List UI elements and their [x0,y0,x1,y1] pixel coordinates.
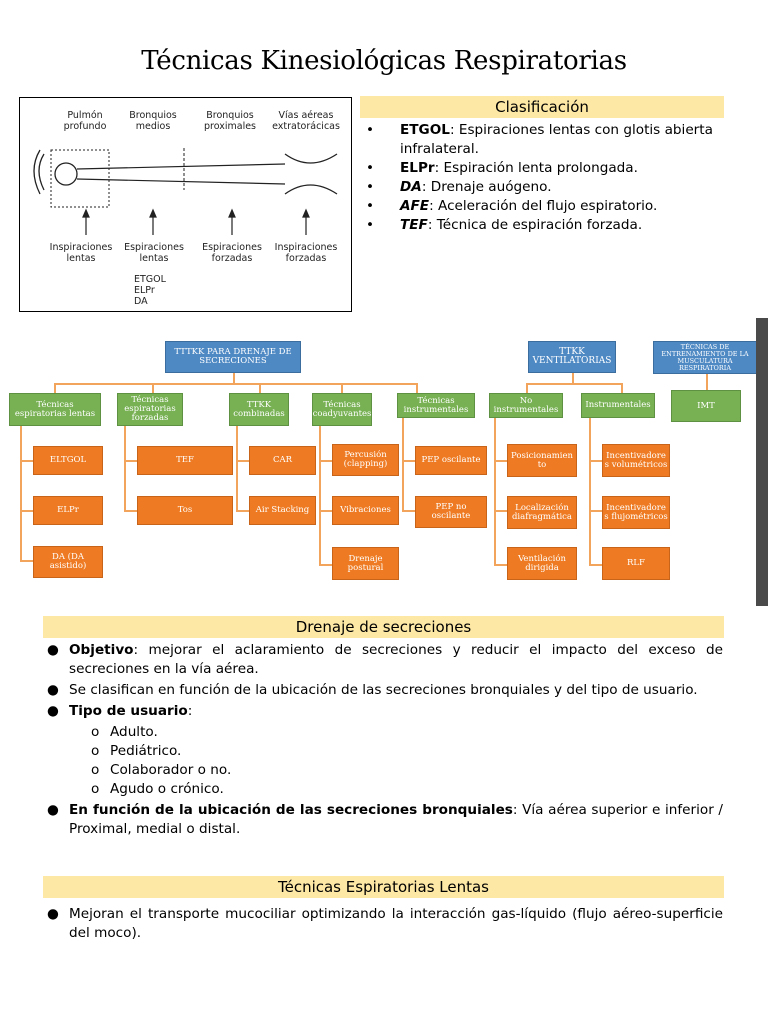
leaf-ventilacion-dirigida: Ventilación dirigida [507,547,577,580]
group-ventilatorias-instrumentales: Instrumentales [581,393,655,418]
group-espiratorias-forzadas: Técnicas espiratorias forzadas [117,393,183,426]
list-item: •ELPr: Espiración lenta prolongada. [362,159,726,178]
label-vias-aereas: Vías aéreas extratorácicas [266,110,346,132]
leaf-tos: Tos [137,496,233,525]
leaf-drenaje-postural: Drenaje postural [332,547,399,580]
label-inspiraciones-forzadas: Inspiraciones forzadas [270,242,342,264]
leaf-vibraciones: Vibraciones [332,496,399,525]
techniques-org-chart: TTTKK PARA DRENAJE DE SECRECIONES TTKK V… [7,318,768,606]
node-ventilatorias: TTKK VENTILATORIAS [528,341,616,373]
leaf-da: DA (DA asistido) [33,546,103,578]
label-espiraciones-forzadas: Espiraciones forzadas [196,242,268,264]
list-item: •TEF: Técnica de espiración forzada. [362,216,726,235]
list-item: ●Objetivo: mejorar el aclaramiento de se… [45,641,723,679]
label-sublist: ETGOL ELPr DA [134,274,174,307]
group-coadyuvantes: Técnicas coadyuvantes [312,393,372,426]
airway-figure: Pulmón profundo Bronquios medios Bronqui… [19,97,352,312]
leaf-pep-no-oscilante: PEP no oscilante [415,496,487,528]
leaf-localizacion-diafragmatica: Localización diafragmática [507,496,577,529]
page-title: Técnicas Kinesiológicas Respiratorias [0,46,768,76]
leaf-car: CAR [249,446,316,475]
list-item: •DA: Drenaje auógeno. [362,178,726,197]
label-inspiraciones-lentas: Inspiraciones lentas [47,242,115,264]
group-no-instrumentales: No instrumentales [489,393,563,418]
drenaje-list: ●Objetivo: mejorar el aclaramiento de se… [45,641,723,841]
label-bronquios-proximales: Bronquios proximales [198,110,262,132]
drenaje-heading: Drenaje de secreciones [43,616,724,638]
leaf-percusion: Percusión (clapping) [332,444,399,476]
lentas-heading: Técnicas Espiratorias Lentas [43,876,724,898]
list-item: ●Se clasifican en función de la ubicació… [45,681,723,700]
leaf-air-stacking: Air Stacking [249,496,316,525]
chart-right-edge [756,318,768,606]
clasificacion-heading: Clasificación [360,96,724,118]
label-pulmon-profundo: Pulmón profundo [53,110,117,132]
list-item: ●En función de la ubicación de las secre… [45,801,723,839]
list-item: •ETGOL: Espiraciones lentas con glotis a… [362,121,726,159]
group-espiratorias-lentas: Técnicas espiratorias lentas [9,393,101,426]
group-imt: IMT [671,390,741,422]
leaf-pep-oscilante: PEP oscilante [415,446,487,475]
leaf-tef: TEF [137,446,233,475]
leaf-rlf: RLF [602,547,670,580]
leaf-elpr: ELPr [33,496,103,525]
leaf-eltgol: ELTGOL [33,446,103,475]
lentas-list: ●Mejoran el transporte mucociliar optimi… [45,905,723,945]
label-bronquios-medios: Bronquios medios [121,110,185,132]
list-item: ●Mejoran el transporte mucociliar optimi… [45,905,723,943]
group-ttkk-combinadas: TTKK combinadas [229,393,289,426]
list-item: ●Tipo de usuario: [45,702,723,721]
node-drenaje-secreciones: TTTKK PARA DRENAJE DE SECRECIONES [165,341,301,373]
list-item: •AFE: Aceleración del flujo espiratorio. [362,197,726,216]
node-entrenamiento-musculatura: TÉCNICAS DE ENTRENAMIENTO DE LA MUSCULAT… [653,341,757,374]
group-instrumentales: Técnicas instrumentales [397,393,475,418]
clasificacion-list: •ETGOL: Espiraciones lentas con glotis a… [362,121,726,235]
label-espiraciones-lentas: Espiraciones lentas [119,242,189,264]
